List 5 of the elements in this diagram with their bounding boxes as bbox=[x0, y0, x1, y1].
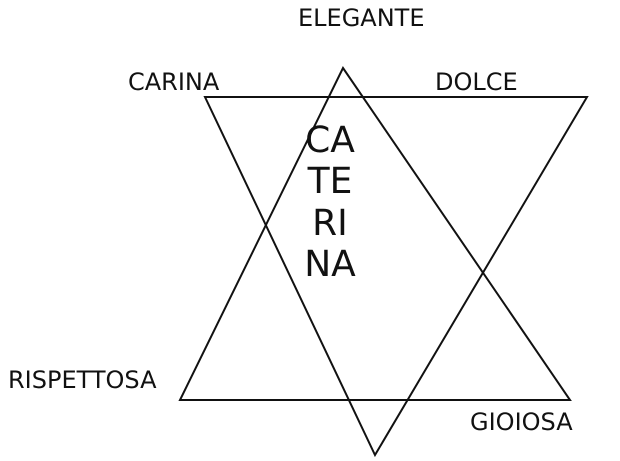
word-label: GIOIOSA bbox=[470, 410, 573, 434]
word-label: CARINA bbox=[128, 70, 220, 94]
word-label: DOLCE bbox=[435, 70, 518, 94]
word-label: RISPETTOSA bbox=[8, 368, 157, 392]
word-label: ELEGANTE bbox=[298, 6, 424, 30]
